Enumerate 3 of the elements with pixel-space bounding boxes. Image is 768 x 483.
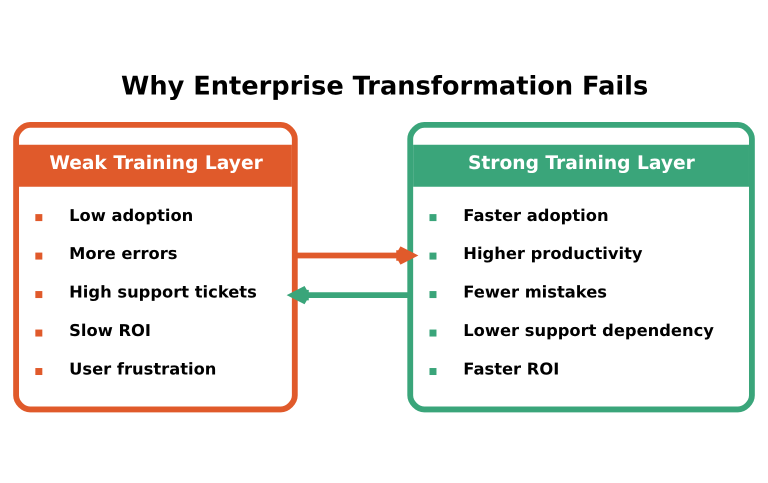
node-box: Weak Training Layer Low adoption More errors High support tickets Slow ROI User frustration (13, 122, 298, 412)
diagram-title: Why Enterprise Transformation Fails (121, 72, 648, 102)
node-box: Strong Training Layer Faster adoption Higher productivity Fewer mistakes Lower support dependency Faster ROI (407, 122, 755, 412)
